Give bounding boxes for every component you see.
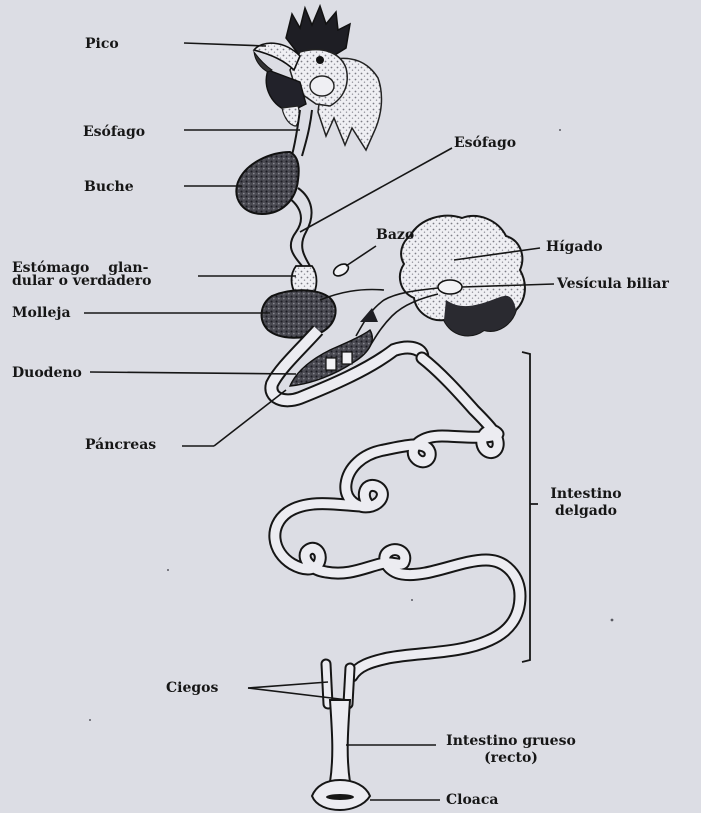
leader-pancreas-diag xyxy=(214,390,286,446)
label-bazo: Bazo xyxy=(376,227,414,244)
label-intestino-delgado-2: delgado xyxy=(546,503,626,520)
wattle xyxy=(310,76,334,96)
chicken-head xyxy=(254,6,381,150)
crop-buche xyxy=(236,152,298,214)
leader-bazo xyxy=(346,246,376,266)
label-vesicula: Vesícula biliar xyxy=(557,276,669,293)
label-higado: Hígado xyxy=(546,239,603,256)
pancreas-tip xyxy=(360,308,378,322)
paper-specks xyxy=(89,129,613,721)
leader-duodeno xyxy=(90,372,296,374)
cloaca-opening xyxy=(326,794,354,800)
eye xyxy=(316,56,324,64)
label-intestino-grueso-1: Intestino grueso xyxy=(436,733,586,750)
label-pico: Pico xyxy=(85,36,119,53)
label-esofago-right: Esófago xyxy=(454,135,516,152)
label-buche: Buche xyxy=(84,179,134,196)
label-intestino-grueso-2: (recto) xyxy=(436,750,586,767)
gall-bladder xyxy=(438,280,462,294)
gizzard-molleja xyxy=(262,290,336,338)
large-intestine-recto xyxy=(330,700,350,782)
leader-pico xyxy=(184,43,266,46)
intestino-delgado-bracket xyxy=(522,352,538,662)
label-ciegos: Ciegos xyxy=(166,680,218,697)
label-molleja: Molleja xyxy=(12,305,71,322)
wattle-lower xyxy=(282,106,299,126)
label-intestino-delgado-1: Intestino xyxy=(546,486,626,503)
pancreas-duct-2 xyxy=(342,352,352,364)
label-duodeno: Duodeno xyxy=(12,365,82,382)
label-esofago-left: Esófago xyxy=(83,124,145,141)
label-cloaca: Cloaca xyxy=(446,792,498,809)
label-pancreas: Páncreas xyxy=(85,437,156,454)
leader-ciegos-1 xyxy=(248,682,328,688)
label-estomago-2: dular o verdadero xyxy=(12,273,152,290)
small-intestine xyxy=(275,358,520,676)
pancreas-duct-1 xyxy=(326,358,336,370)
